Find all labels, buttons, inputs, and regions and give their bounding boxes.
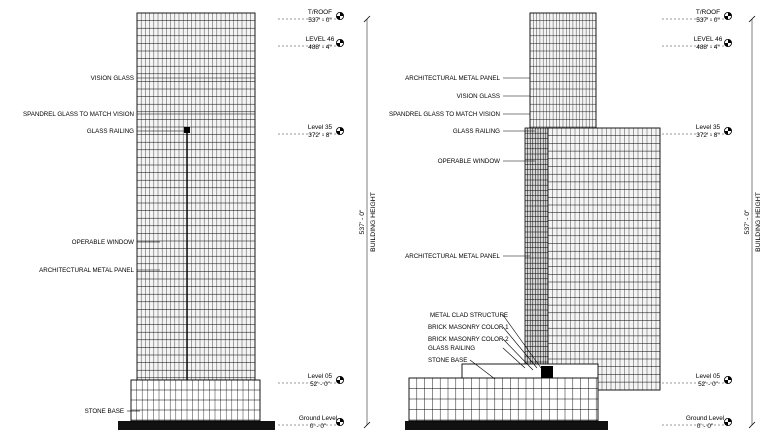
left-callout-vision-glass: VISION GLASS xyxy=(91,75,134,82)
right-base-grid xyxy=(409,378,598,421)
left-level-elev-05: 52' - 0" xyxy=(310,381,330,388)
right-tower-elevation xyxy=(408,12,661,422)
right-podium-upper xyxy=(461,363,599,380)
right-callouts xyxy=(469,77,542,380)
right-ground-slab xyxy=(405,421,608,430)
right-level-name-35: Level 35 xyxy=(696,124,721,131)
right-callout-operable-window: OPERABLE WINDOW xyxy=(438,158,500,165)
left-callouts xyxy=(127,77,255,412)
level-target-icon xyxy=(724,39,733,48)
left-callout-metal-panel: ARCHITECTURAL METAL PANEL xyxy=(39,267,134,274)
left-dimension-tick-top xyxy=(363,15,371,23)
left-level-name-roof: T/ROOF xyxy=(308,9,332,16)
right-dark-spine xyxy=(524,127,549,376)
right-overall-dimension: 537' - 0" BUILDING HEIGHT xyxy=(744,15,762,429)
left-base-grid xyxy=(131,380,260,421)
right-level-elev-35: 372' - 8" xyxy=(696,132,719,139)
level-target-icon xyxy=(724,417,733,426)
right-callout-metal-panel-mid: ARCHITECTURAL METAL PANEL xyxy=(405,253,500,260)
level-target-icon xyxy=(724,127,733,136)
level-target-icon xyxy=(335,127,344,136)
level-target-icon xyxy=(335,375,344,384)
left-level-markers: T/ROOF 537' - 0" LEVEL 46 488' - 4" Leve… xyxy=(278,9,344,430)
left-facade-grid xyxy=(137,13,255,380)
right-dimension-tick-bottom xyxy=(748,421,756,429)
right-leader-8 xyxy=(502,326,538,369)
right-level-name-05: Level 05 xyxy=(696,373,721,380)
right-callout-brick-color-1: BRICK MASONRY COLOR 1 xyxy=(428,324,509,331)
left-level-elev-35: 372' - 8" xyxy=(308,132,331,139)
level-target-icon xyxy=(724,11,733,20)
left-level-name-05: Level 05 xyxy=(308,373,333,380)
right-lower-block-grid xyxy=(548,128,660,390)
right-callout-glass-railing-base: GLASS RAILING xyxy=(428,345,475,352)
left-callout-glass-railing: GLASS RAILING xyxy=(87,128,134,135)
right-callout-spandrel-glass: SPANDREL GLASS TO MATCH VISION xyxy=(389,111,500,118)
right-callout-vision-glass: VISION GLASS xyxy=(457,93,500,100)
left-callout-operable-window: OPERABLE WINDOW xyxy=(72,239,134,246)
right-callout-metal-clad-structure: METAL CLAD STRUCTURE xyxy=(430,312,508,319)
left-tower-elevation xyxy=(130,12,261,422)
left-callout-spandrel-glass: SPANDREL GLASS TO MATCH VISION xyxy=(23,111,134,118)
right-metal-clad-structure xyxy=(541,366,553,379)
left-tower-facade xyxy=(136,12,256,381)
level-target-icon xyxy=(335,417,344,426)
left-level-name-46: LEVEL 46 xyxy=(306,36,335,43)
left-dimension-tick-bottom xyxy=(363,421,371,429)
right-level-elev-ground: 0' - 0" xyxy=(697,423,713,430)
right-dimension-tick-top xyxy=(748,15,756,23)
right-building-height-label: BUILDING HEIGHT xyxy=(755,192,762,252)
left-ground-slab xyxy=(118,421,275,430)
right-level-markers: T/ROOF 537' - 0" LEVEL 46 488' - 4" Leve… xyxy=(662,9,733,430)
right-level-name-roof: T/ROOF xyxy=(696,9,720,16)
right-dimension-value: 537' - 0" xyxy=(744,209,751,234)
right-tall-slab-grid xyxy=(530,13,596,128)
left-dimension-value: 537' - 0" xyxy=(359,209,366,234)
right-callout-metal-panel-top: ARCHITECTURAL METAL PANEL xyxy=(405,75,500,82)
right-level-elev-roof: 537' - 0" xyxy=(696,17,719,24)
level-target-icon xyxy=(724,375,733,384)
left-overall-dimension: 537' - 0" BUILDING HEIGHT xyxy=(359,15,377,429)
left-building-height-label: BUILDING HEIGHT xyxy=(370,192,377,252)
left-stone-base xyxy=(130,379,261,422)
left-level-elev-ground: 0' - 0" xyxy=(310,423,326,430)
left-level-name-ground: Ground Level xyxy=(299,415,337,422)
right-leader-7 xyxy=(502,314,542,369)
right-leader-9 xyxy=(502,338,534,371)
right-level-name-ground: Ground Level xyxy=(686,415,724,422)
level-target-icon xyxy=(335,39,344,48)
right-callout-stone-base: STONE BASE xyxy=(428,357,467,364)
left-level-elev-46: 488' - 4" xyxy=(308,44,331,51)
right-level-name-46: LEVEL 46 xyxy=(694,36,723,43)
right-level-elev-46: 488' - 4" xyxy=(696,44,719,51)
right-callout-brick-color-2: BRICK MASONRY COLOR 2 xyxy=(428,336,509,343)
left-callout-stone-base: STONE BASE xyxy=(85,408,124,415)
left-level-name-35: Level 35 xyxy=(308,124,333,131)
right-leader-10 xyxy=(502,347,526,369)
right-stone-base xyxy=(408,377,599,422)
right-callout-glass-railing-top: GLASS RAILING xyxy=(453,128,500,135)
level-target-icon xyxy=(335,11,344,20)
right-leader-11 xyxy=(469,359,496,380)
left-railing-marker xyxy=(184,127,190,133)
right-level-elev-05: 52' - 0" xyxy=(698,381,718,388)
left-level-elev-roof: 537' - 0" xyxy=(308,17,331,24)
